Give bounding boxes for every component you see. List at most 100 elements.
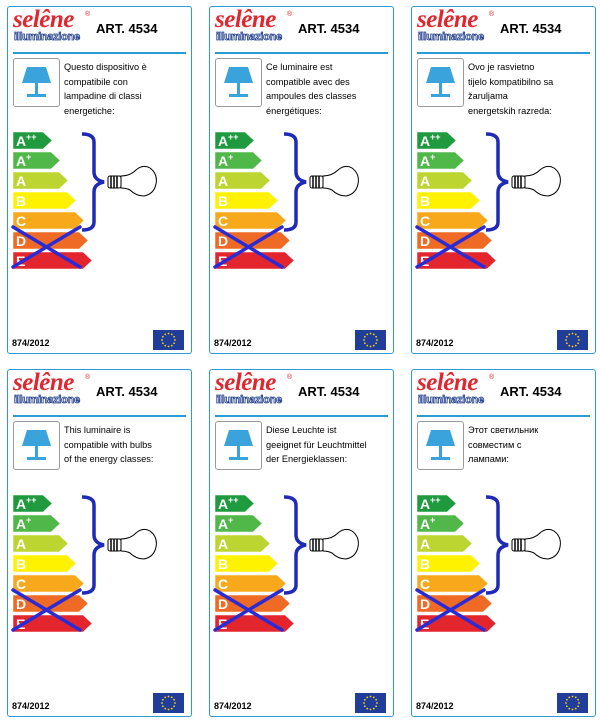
brand-logo: selêne®illuminazione bbox=[417, 370, 497, 407]
svg-text:+: + bbox=[228, 152, 233, 162]
brand-name: selêne bbox=[13, 6, 74, 33]
svg-text:C: C bbox=[218, 576, 228, 592]
svg-text:B: B bbox=[218, 556, 228, 572]
header-divider bbox=[13, 52, 186, 54]
registered-mark: ® bbox=[489, 374, 495, 381]
eu-flag-icon bbox=[557, 693, 588, 713]
svg-text:A: A bbox=[16, 496, 26, 512]
brand-name: selêne bbox=[215, 6, 276, 33]
energy-class-c: C bbox=[214, 211, 287, 230]
brand-logo: selêne ® illuminazione bbox=[215, 6, 295, 44]
svg-text:C: C bbox=[16, 576, 26, 592]
lamp-icon-box bbox=[417, 58, 464, 107]
brand-subtitle: illuminazione bbox=[216, 394, 283, 407]
svg-text:B: B bbox=[16, 556, 26, 572]
article-number: ART. 4534 bbox=[500, 21, 562, 36]
svg-text:D: D bbox=[420, 233, 430, 249]
statement-line: Questo dispositivo è bbox=[64, 62, 147, 72]
svg-text:A: A bbox=[16, 133, 26, 149]
svg-text:+: + bbox=[430, 152, 435, 162]
svg-text:+: + bbox=[228, 515, 233, 525]
brand-name: selêne bbox=[215, 369, 276, 396]
brand-name: selêne bbox=[13, 369, 74, 396]
brand-subtitle: illuminazione bbox=[418, 394, 485, 407]
svg-text:A: A bbox=[16, 516, 26, 532]
compatible-classes-brace bbox=[485, 132, 509, 232]
header-divider bbox=[417, 415, 590, 417]
svg-text:B: B bbox=[420, 556, 430, 572]
statement-line: Ce luminaire est bbox=[266, 62, 333, 72]
brand-subtitle: illuminazione bbox=[14, 394, 81, 407]
table-lamp-icon bbox=[426, 430, 455, 460]
svg-text:++: ++ bbox=[26, 132, 37, 142]
energy-class-ap: A+ bbox=[416, 514, 465, 533]
statement-line: geeignet für Leuchtmittel bbox=[266, 439, 367, 450]
svg-text:A: A bbox=[218, 133, 228, 149]
energy-class-app: A++ bbox=[214, 132, 255, 150]
statement-line: Diese Leuchte ist bbox=[266, 425, 337, 435]
svg-text:A: A bbox=[420, 536, 430, 552]
statement-line: žaruljama bbox=[468, 91, 508, 101]
svg-text:B: B bbox=[16, 193, 26, 209]
energy-class-b: B bbox=[416, 191, 481, 210]
excluded-classes-cross bbox=[11, 225, 82, 269]
svg-text:D: D bbox=[218, 596, 228, 612]
registered-mark: ® bbox=[85, 11, 91, 18]
statement-line: Ovo je rasvietno bbox=[468, 62, 535, 72]
registered-mark: ® bbox=[287, 11, 293, 18]
svg-text:A: A bbox=[16, 153, 26, 169]
energy-class-app: A++ bbox=[416, 132, 457, 150]
svg-text:A: A bbox=[16, 536, 26, 552]
regulation-number: 874/2012 bbox=[416, 338, 454, 348]
table-lamp-icon bbox=[22, 67, 51, 97]
brand-logo: selêne ® illuminazione bbox=[13, 6, 93, 44]
table-lamp-icon bbox=[426, 67, 455, 97]
registered-mark: ® bbox=[85, 374, 91, 381]
svg-text:+: + bbox=[26, 515, 31, 525]
light-bulb-icon bbox=[309, 165, 359, 197]
svg-text:A: A bbox=[16, 173, 26, 189]
svg-text:A: A bbox=[420, 516, 430, 532]
header-divider bbox=[215, 52, 388, 54]
energy-class-a: A bbox=[416, 534, 473, 553]
regulation-number: 874/2012 bbox=[416, 701, 454, 711]
svg-text:A: A bbox=[218, 153, 228, 169]
energy-class-b: B bbox=[416, 554, 481, 573]
statement-line: compatible avec des bbox=[266, 76, 350, 87]
svg-text:C: C bbox=[218, 213, 228, 229]
svg-text:A: A bbox=[420, 496, 430, 512]
eu-flag-icon bbox=[355, 693, 386, 713]
svg-text:A: A bbox=[420, 173, 430, 189]
light-bulb-icon bbox=[511, 528, 561, 560]
regulation-number: 874/2012 bbox=[214, 701, 252, 711]
svg-text:B: B bbox=[218, 193, 228, 209]
lamp-icon-box bbox=[215, 421, 262, 470]
light-bulb-icon bbox=[107, 528, 157, 560]
brand-logo: selêne®illuminazione bbox=[417, 7, 497, 44]
svg-text:B: B bbox=[420, 193, 430, 209]
lamp-icon-box bbox=[215, 58, 262, 107]
energy-class-app: A++ bbox=[12, 132, 53, 150]
header-divider bbox=[417, 52, 590, 54]
statement-line: énergétiques: bbox=[266, 105, 322, 116]
registered-mark: ® bbox=[489, 11, 495, 18]
svg-text:+: + bbox=[430, 515, 435, 525]
brand-subtitle: illuminazione bbox=[216, 31, 283, 44]
energy-class-c: C bbox=[416, 211, 489, 230]
compatible-classes-brace bbox=[81, 132, 105, 232]
regulation-number: 874/2012 bbox=[12, 338, 50, 348]
svg-text:D: D bbox=[420, 596, 430, 612]
statement-line: This luminaire is bbox=[64, 425, 131, 435]
svg-text:++: ++ bbox=[430, 495, 441, 505]
brand-subtitle: illuminazione bbox=[14, 31, 81, 44]
statement-line: energetskih razreda: bbox=[468, 105, 552, 116]
statement-line: energetiche: bbox=[64, 105, 115, 116]
article-number: ART. 4534 bbox=[96, 21, 158, 36]
compatible-classes-brace bbox=[283, 132, 307, 232]
